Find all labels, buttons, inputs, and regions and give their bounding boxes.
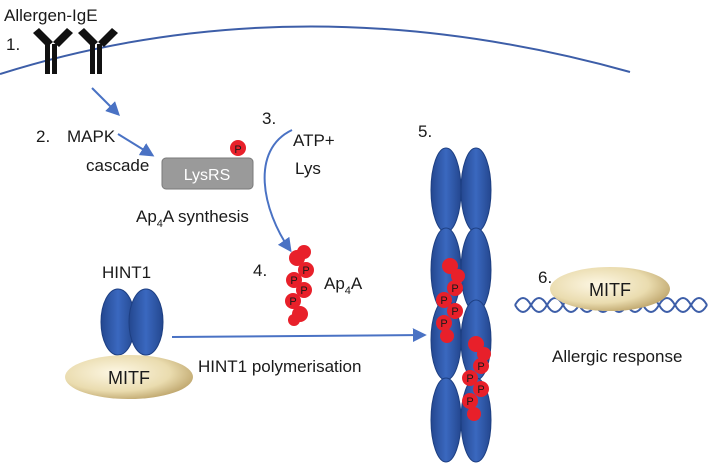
- mitf-left-label: MITF: [108, 368, 150, 388]
- ap4a-bound-upper-icon: P P P P: [436, 258, 465, 343]
- phosphate-icon: P: [230, 140, 246, 156]
- atp-plus-label: ATP+: [293, 131, 335, 150]
- lysrs-label: LysRS: [184, 167, 231, 184]
- svg-text:P: P: [440, 295, 447, 307]
- step-1-label: 1.: [6, 35, 20, 54]
- allergen-ige-label: Allergen-IgE: [4, 6, 98, 25]
- hint1-polymerisation-label: HINT1 polymerisation: [198, 357, 361, 376]
- lys-label: Lys: [295, 159, 321, 178]
- arrow-mapk-to-lysrs: [117, 133, 155, 157]
- step-2-label: 2.: [36, 127, 50, 146]
- svg-text:P: P: [477, 361, 484, 373]
- svg-text:P: P: [477, 384, 484, 396]
- arrow-atp-to-ap4a: [263, 129, 293, 253]
- hint1-label: HINT1: [102, 263, 151, 282]
- allergic-response-label: Allergic response: [552, 347, 682, 366]
- svg-text:P: P: [466, 396, 473, 408]
- arrow-hint1-polymerisation: [171, 328, 427, 343]
- svg-text:P: P: [290, 275, 297, 287]
- svg-text:P: P: [451, 306, 458, 318]
- hint1-dimer-icon: [100, 288, 164, 356]
- arrow-ige-to-mapk: [91, 87, 120, 116]
- svg-text:P: P: [234, 144, 241, 156]
- svg-text:P: P: [300, 285, 307, 297]
- mitf-left-icon: [65, 355, 193, 399]
- svg-text:P: P: [451, 283, 458, 295]
- ige-antibody-icon: [78, 28, 118, 74]
- svg-text:P: P: [302, 265, 309, 277]
- step-5-label: 5.: [418, 122, 432, 141]
- lysrs-box: [161, 157, 254, 190]
- step-4-label: 4.: [253, 261, 267, 280]
- step-3-label: 3.: [262, 109, 276, 128]
- mapk-label: MAPK: [67, 127, 116, 146]
- ap4a-molecule-icon: P P P P: [285, 245, 314, 326]
- mitf-right-icon: [550, 267, 670, 311]
- svg-text:P: P: [289, 296, 296, 308]
- mitf-right-label: MITF: [589, 280, 631, 300]
- step-6-label: 6.: [538, 268, 552, 287]
- ige-antibody-icon: [33, 28, 73, 74]
- ap4a-bound-lower-icon: P P P P: [462, 336, 491, 421]
- svg-text:P: P: [440, 318, 447, 330]
- svg-text:P: P: [466, 373, 473, 385]
- cascade-label: cascade: [86, 156, 149, 175]
- ap4a-synthesis-label: Ap4A synthesis: [136, 207, 249, 230]
- ap4a-label: Ap4A: [324, 274, 363, 297]
- cell-membrane: [0, 25, 631, 75]
